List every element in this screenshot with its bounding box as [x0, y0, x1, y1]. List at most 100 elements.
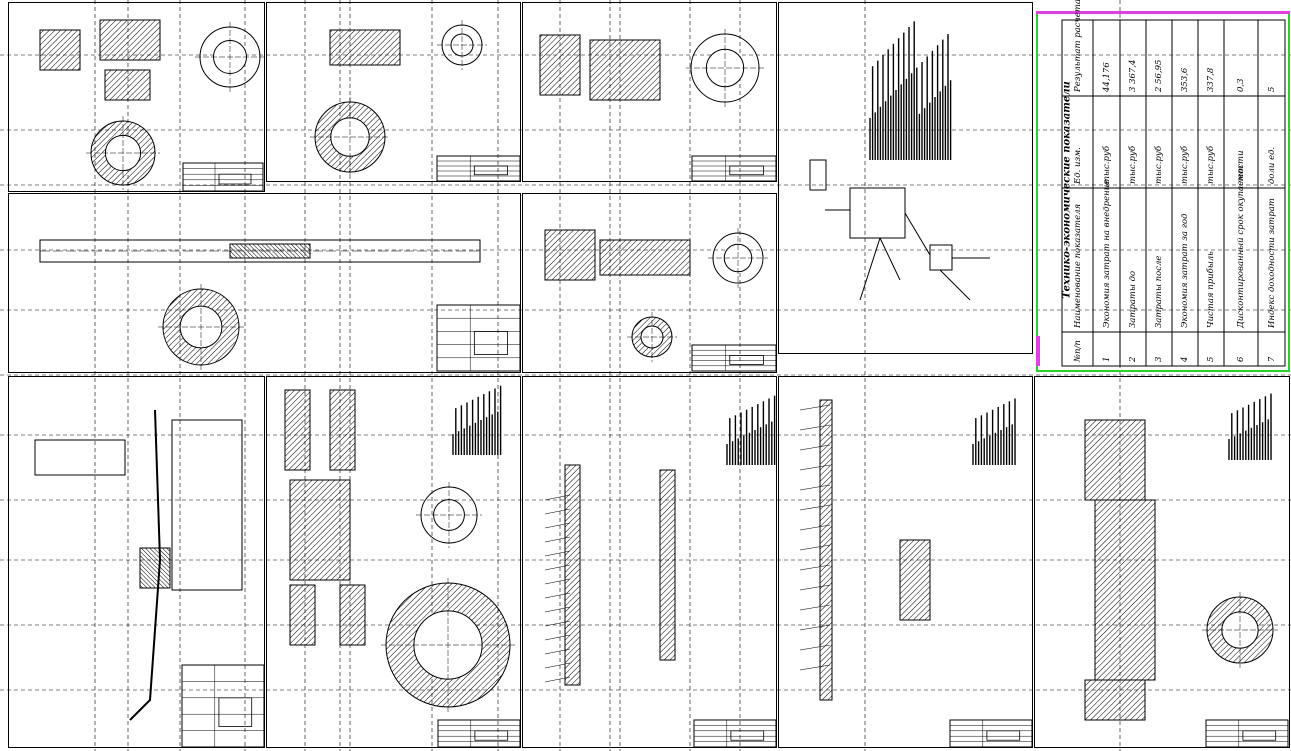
hatched-part — [899, 539, 931, 621]
leader-line — [544, 522, 571, 529]
leader-line — [799, 464, 831, 471]
section-circle — [627, 312, 677, 362]
sheet-frame-3[interactable] — [522, 2, 777, 182]
leader-line — [799, 404, 831, 411]
selection-marker-top — [1036, 11, 1290, 14]
table-row-unit: доли ед. — [1266, 146, 1277, 184]
section-circle — [437, 20, 487, 70]
table-row-num: 3 — [1154, 356, 1164, 362]
table-row-num: 6 — [1236, 356, 1246, 362]
hatched-part — [99, 19, 161, 61]
hatched-part — [289, 479, 351, 581]
leader-line — [799, 424, 831, 431]
hatched-part — [329, 29, 401, 66]
hatched-part — [1084, 679, 1146, 721]
hatched-part — [39, 29, 81, 71]
table-row-name: Экономия затрат на внедрение — [1101, 179, 1112, 328]
sheet-frame-2[interactable] — [266, 2, 521, 182]
title-block — [436, 155, 521, 182]
table-row-num: 2 — [1128, 356, 1138, 362]
graph-bars — [972, 398, 1016, 465]
header-result: Результат расчета — [1072, 0, 1083, 92]
table-row-result: 353,6 — [1180, 67, 1190, 92]
hatched-part — [539, 34, 581, 96]
leader-line — [799, 664, 831, 671]
hatched-part — [659, 469, 676, 661]
leader-line — [799, 544, 831, 551]
hatched-part — [1084, 419, 1146, 501]
sheet-frame-4[interactable] — [778, 2, 1033, 354]
sheet-frame-6[interactable] — [522, 193, 777, 373]
section-circle — [86, 116, 160, 190]
assembly-unit — [34, 439, 126, 476]
section-circle — [686, 29, 764, 107]
leader-line — [544, 592, 571, 599]
table-row-unit: тыс.руб — [1101, 145, 1112, 184]
flow-link — [904, 212, 931, 256]
table-row-result: 3 367,4 — [1128, 59, 1138, 92]
flow-link — [939, 269, 971, 301]
section-circle — [1202, 592, 1278, 668]
hatched-part — [104, 69, 151, 101]
hatched-part — [284, 389, 311, 471]
leader-line — [799, 604, 831, 611]
leader-line — [799, 444, 831, 451]
table-row-result: 337,8 — [1206, 67, 1216, 92]
section-circle — [158, 284, 244, 370]
table-row-name: Индекс доходности затрат — [1266, 198, 1277, 328]
table-row-unit: тыс.руб — [1154, 145, 1164, 184]
table-row-num: 5 — [1206, 356, 1216, 362]
selection-marker-left — [1036, 336, 1040, 366]
shaft-section — [229, 243, 311, 259]
table-row-unit: тыс.руб — [1206, 145, 1216, 184]
leader-line — [799, 524, 831, 531]
hatched-part — [1094, 499, 1156, 681]
table-row-result: 2 56,95 — [1154, 59, 1164, 92]
table-row-name: Экономия затрат за год — [1180, 213, 1190, 328]
leader-line — [544, 494, 571, 501]
table-row-result: 0,3 — [1236, 78, 1246, 92]
section-circle — [195, 22, 265, 92]
leader-line — [544, 606, 571, 613]
sheet-frame-10[interactable] — [778, 376, 1033, 748]
leader-line — [544, 550, 571, 557]
hatched-part — [599, 239, 691, 276]
graph-bars — [452, 385, 502, 455]
leader-line — [799, 564, 831, 571]
header-name: Наименование показателя — [1072, 203, 1083, 328]
table-row-name: Чистая прибыль — [1206, 251, 1216, 328]
hatched-part — [544, 229, 596, 281]
table-row-name: Затраты до — [1128, 270, 1138, 328]
leader-line — [799, 484, 831, 491]
leader-line — [544, 634, 571, 641]
sheet-frame-9[interactable] — [522, 376, 777, 748]
sheet-frame-11[interactable] — [1034, 376, 1290, 748]
leader-line — [544, 536, 571, 543]
leader-line — [799, 504, 831, 511]
leader-line — [799, 584, 831, 591]
flow-link — [879, 237, 901, 281]
leader-line — [544, 564, 571, 571]
section-circle — [381, 578, 515, 712]
sheet-frame-7[interactable] — [8, 376, 265, 748]
table-row-unit: тыс.руб — [1180, 145, 1190, 184]
table-row-result: 44,176 — [1101, 62, 1112, 92]
assembly-column — [129, 409, 162, 721]
cad-parts — [34, 19, 1289, 748]
table-row-name: Затраты после — [1154, 255, 1164, 328]
graph-bars — [1228, 393, 1272, 460]
flow-link — [859, 237, 881, 301]
hatched-part — [564, 464, 581, 686]
sheet-frame-8[interactable] — [266, 376, 521, 748]
table-row-unit: тыс.руб — [1128, 145, 1138, 184]
header-unit: Ед. изм. — [1072, 147, 1083, 184]
sheet-frame-1[interactable] — [8, 2, 265, 192]
sheet-frame-5[interactable] — [8, 193, 521, 373]
leader-line — [544, 662, 571, 669]
leader-line — [544, 620, 571, 627]
leader-line — [544, 676, 571, 683]
table-row-num: 1 — [1101, 356, 1112, 362]
header-num: №п/п — [1072, 340, 1083, 362]
